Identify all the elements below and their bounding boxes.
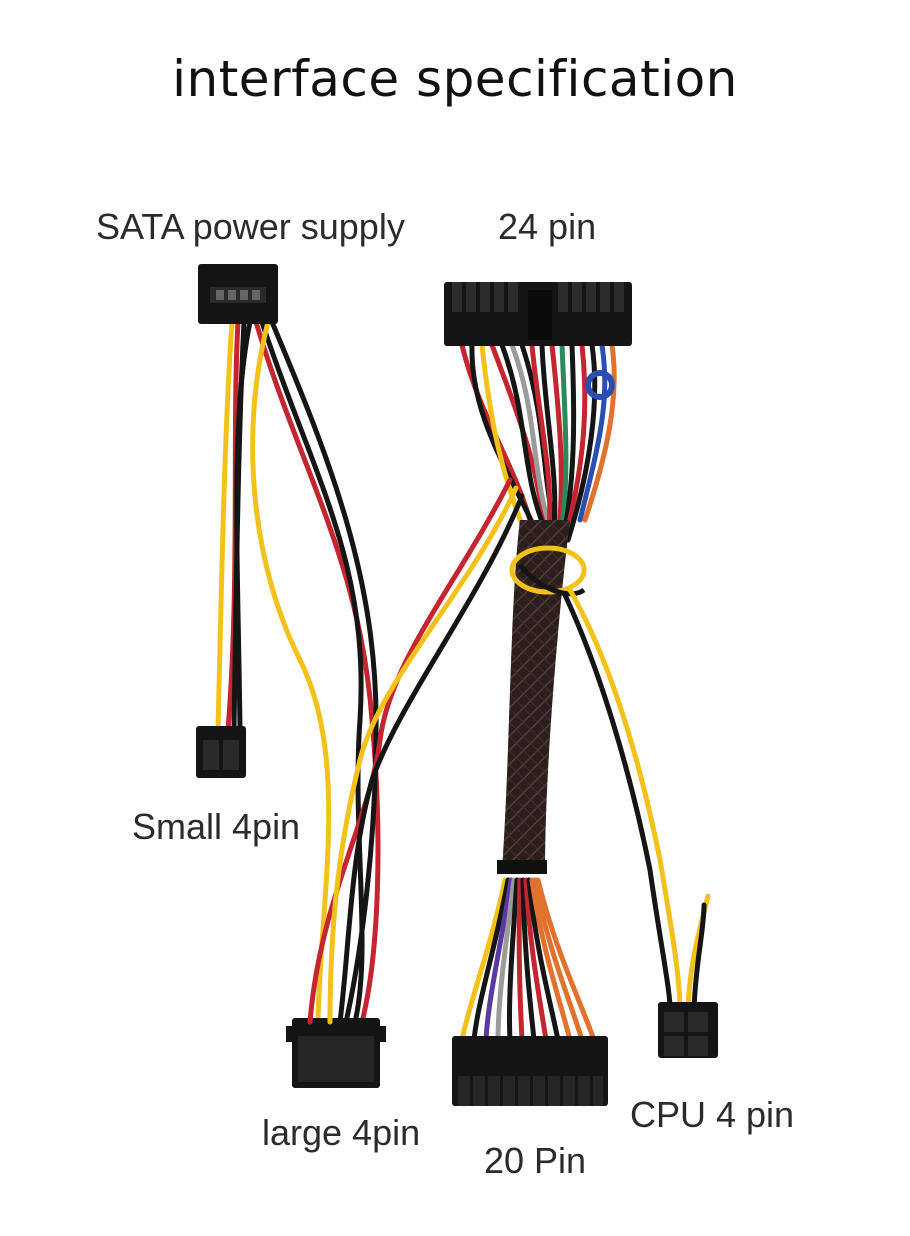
label-small-4pin: Small 4pin — [132, 806, 301, 847]
sata-connector — [198, 264, 278, 324]
label-cpu-4-pin: CPU 4 pin — [630, 1094, 795, 1135]
label-large-4pin: large 4pin — [262, 1112, 421, 1153]
sata-cable — [215, 319, 381, 1025]
24pin-connector — [444, 282, 632, 400]
label-20-pin: 20 Pin — [484, 1140, 587, 1181]
large-4pin-connector — [286, 1018, 386, 1088]
label-sata-power-supply: SATA power supply — [96, 206, 405, 247]
yellow-knot — [509, 545, 587, 597]
braided-sleeve — [497, 520, 570, 874]
20pin-cable — [459, 877, 597, 1043]
page-title: interface specification — [172, 50, 738, 108]
label-24-pin: 24 pin — [498, 206, 597, 247]
cpu-4pin-connector — [658, 1002, 718, 1058]
cpu-cable — [562, 587, 711, 1011]
cross-wires — [307, 477, 525, 1025]
small-4pin-connector — [196, 726, 246, 778]
20pin-connector — [452, 1036, 608, 1106]
